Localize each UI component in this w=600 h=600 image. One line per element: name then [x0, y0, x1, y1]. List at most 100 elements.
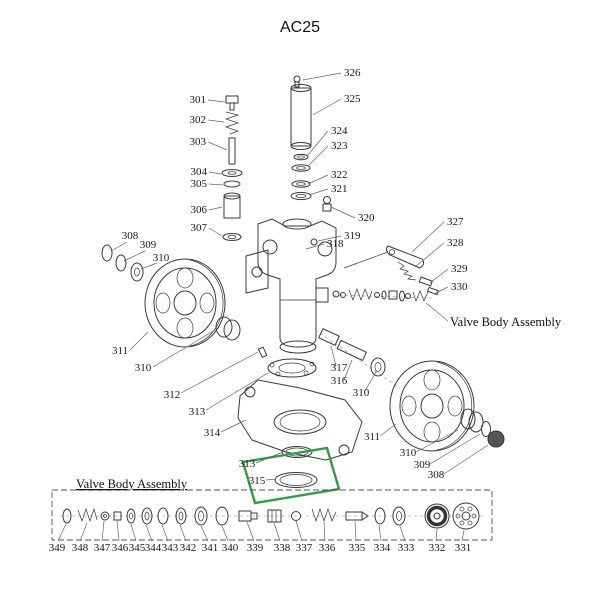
- lever-parts-drawing: [343, 245, 440, 296]
- part-label-322: 322: [331, 169, 348, 181]
- part-308-cap-right: [487, 430, 505, 448]
- part-307-washer: [222, 233, 242, 241]
- axle-shaft-labels: 317 316 310: [331, 362, 370, 399]
- valve-body-box: [51, 489, 493, 541]
- left-parts-stack-drawing: [221, 95, 243, 241]
- clevis-bracket: [245, 249, 269, 294]
- part-label-342: 342: [180, 542, 197, 554]
- part-label-330: 330: [451, 281, 468, 293]
- part-label-301: 301: [190, 94, 207, 106]
- lever-parts-leaders: [411, 221, 449, 295]
- part-label-337: 337: [296, 542, 313, 554]
- part-label-334: 334: [374, 542, 391, 554]
- part-label-321: 321: [331, 183, 348, 195]
- part-label-332: 332: [429, 542, 446, 554]
- diagram-title: AC25: [280, 19, 320, 36]
- part-label-317: 317: [331, 362, 348, 374]
- axle-shaft-drawing: [314, 328, 401, 389]
- ram-assembly-labels: 326 325 324 323 322 321 320 319 318: [327, 67, 375, 250]
- part-label-309-left: 309: [140, 239, 157, 251]
- part-342: [175, 507, 187, 525]
- part-label-309-right: 309: [414, 459, 431, 471]
- valve-chain-drawing: [332, 287, 433, 303]
- axle-bushing-right: [460, 408, 476, 430]
- part-329-pin: [418, 276, 433, 287]
- left-parts-stack-leaders: [207, 99, 228, 237]
- part-306-cylinder: [223, 195, 241, 219]
- valve-body-right-leader: [425, 302, 449, 322]
- part-347: [100, 511, 110, 521]
- part-label-327: 327: [447, 216, 464, 228]
- part-label-344: 344: [145, 542, 162, 554]
- base-assembly-labels: 312 313 314 313 315: [164, 389, 266, 487]
- part-346: [113, 511, 122, 521]
- bottom-row-labels: 349 348 347 346 345 344 343 342 341 340 …: [49, 542, 472, 554]
- part-label-346: 346: [112, 542, 129, 554]
- part-303-pin: [228, 137, 236, 165]
- pump-housing: [257, 218, 337, 348]
- part-309-ring: [115, 254, 127, 272]
- part-label-303: 303: [190, 136, 207, 148]
- part-345: [126, 508, 136, 524]
- part-label-313-ring: 313: [239, 458, 256, 470]
- part-label-310-left-axle: 310: [135, 362, 152, 374]
- part-label-310-right: 310: [400, 447, 417, 459]
- part-309-ring-right: [481, 421, 491, 437]
- part-319-screw: [310, 238, 318, 246]
- part-325-cylinder: [290, 87, 312, 147]
- part-label-343: 343: [162, 542, 179, 554]
- part-343: [157, 507, 169, 525]
- part-349: [62, 508, 72, 524]
- right-wheel-leaders: [379, 423, 489, 475]
- part-label-319: 319: [344, 230, 361, 242]
- bottom-row-leaders: [57, 520, 465, 542]
- part-313-ring: [281, 446, 313, 458]
- part-label-310-shaft: 310: [353, 387, 370, 399]
- part-label-302: 302: [190, 114, 207, 126]
- part-label-316: 316: [331, 375, 348, 387]
- part-label-349: 349: [49, 542, 66, 554]
- part-311-wheel-right: [389, 360, 475, 452]
- part-label-314: 314: [204, 427, 221, 439]
- right-wheel-drawing: [389, 360, 505, 452]
- part-308-ring: [101, 244, 113, 262]
- part-label-335: 335: [349, 542, 366, 554]
- part-326-bolt: [293, 75, 301, 83]
- axle-shaft-leaders: [330, 345, 377, 392]
- part-323-ring: [291, 164, 311, 172]
- part-label-336: 336: [319, 542, 336, 554]
- part-336-spring: [311, 507, 337, 523]
- part-337-ball: [291, 511, 301, 521]
- part-333: [392, 506, 406, 526]
- part-331-flange: [452, 502, 480, 530]
- left-wheel-leaders: [110, 241, 216, 368]
- highlight-box: [241, 446, 341, 505]
- part-341: [194, 506, 208, 526]
- part-label-340: 340: [222, 542, 239, 554]
- part-315-ring: [274, 472, 318, 488]
- part-label-329: 329: [451, 263, 468, 275]
- part-330-pin: [426, 286, 440, 296]
- axle-bushing: [215, 316, 233, 338]
- part-301-bolt: [225, 95, 239, 104]
- part-label-311-right: 311: [364, 431, 380, 443]
- part-327-lever: [385, 245, 425, 269]
- part-label-341: 341: [202, 542, 219, 554]
- ram-assembly-leaders: [302, 72, 356, 250]
- part-348-spring: [77, 507, 98, 523]
- part-label-315: 315: [249, 475, 266, 487]
- part-312-stud: [257, 346, 268, 359]
- part-311-wheel: [144, 258, 226, 348]
- part-label-347: 347: [94, 542, 111, 554]
- part-label-320: 320: [358, 212, 375, 224]
- part-label-338: 338: [274, 542, 291, 554]
- part-label-323: 323: [331, 140, 348, 152]
- left-wheel-drawing: [101, 244, 241, 348]
- part-344: [141, 507, 153, 525]
- left-wheel-labels: 308 309 310 311 310: [112, 230, 170, 374]
- part-label-325: 325: [344, 93, 361, 105]
- part-316-shaft: [336, 339, 368, 362]
- bottom-row-drawing: [60, 502, 485, 530]
